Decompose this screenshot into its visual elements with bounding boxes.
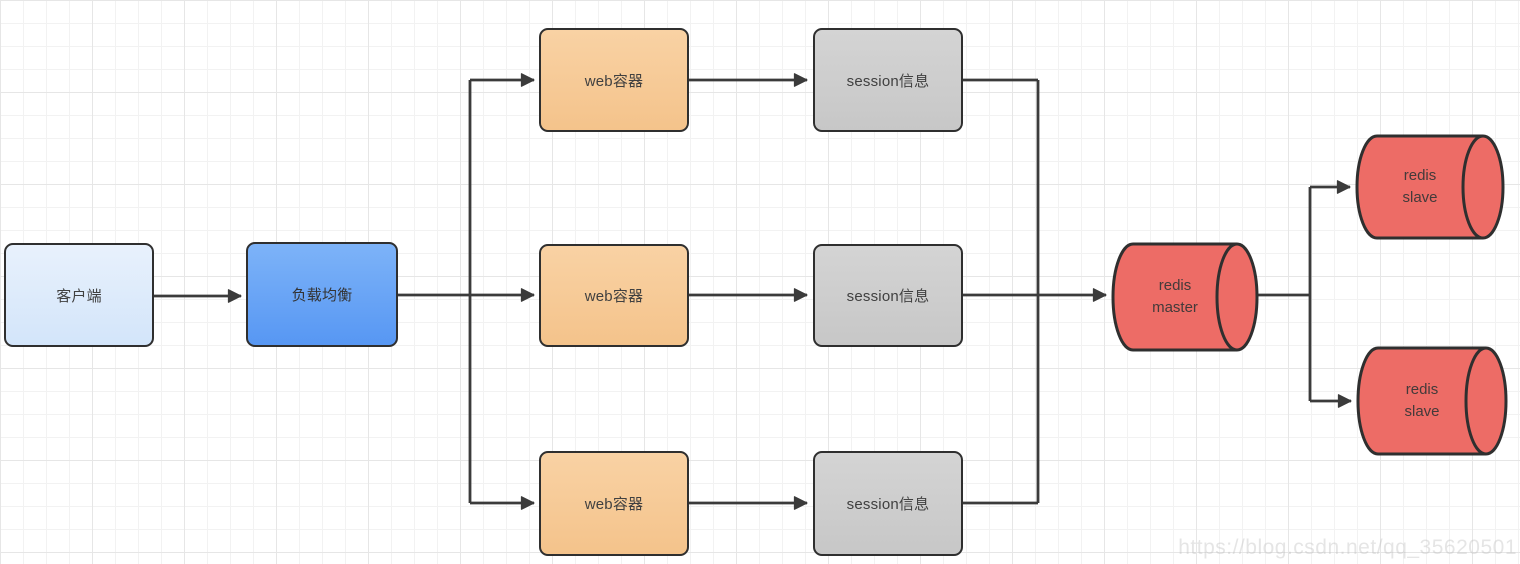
node-session-store-label: session信息 [846, 288, 930, 305]
node-client-label: 客户端 [56, 287, 102, 305]
node-redis-slave-top-label: redis slave [1402, 167, 1438, 206]
node-session-store-label: session信息 [846, 72, 930, 90]
redis-slave-bottom-cylinder [1356, 346, 1508, 456]
node-session-store-middle: session信息 [813, 244, 963, 347]
node-session-store-bottom: session信息 [813, 451, 963, 556]
redis-master-cylinder [1111, 242, 1259, 352]
node-client: 客户端 [4, 243, 154, 347]
node-session-store-top: session信息 [813, 28, 963, 132]
node-load-balancer: 负载均衡 [246, 242, 398, 347]
node-web-container-top: web容器 [539, 28, 689, 132]
node-redis-slave-bottom-label: redis slave [1404, 381, 1440, 420]
node-session-store-label: session信息 [846, 496, 930, 513]
node-web-container-label: web容器 [584, 72, 644, 90]
node-web-container-middle: web容器 [539, 244, 689, 347]
csdn-watermark: https://blog.csdn.net/qq_35620501 [1178, 536, 1517, 559]
node-redis-master-label: redis master [1152, 277, 1198, 316]
node-web-container-label: web容器 [584, 288, 644, 305]
node-web-container-bottom: web容器 [539, 451, 689, 556]
redis-slave-top-cylinder [1355, 134, 1505, 240]
node-load-balancer-label: 负载均衡 [291, 287, 353, 304]
node-web-container-label: web容器 [584, 496, 644, 513]
